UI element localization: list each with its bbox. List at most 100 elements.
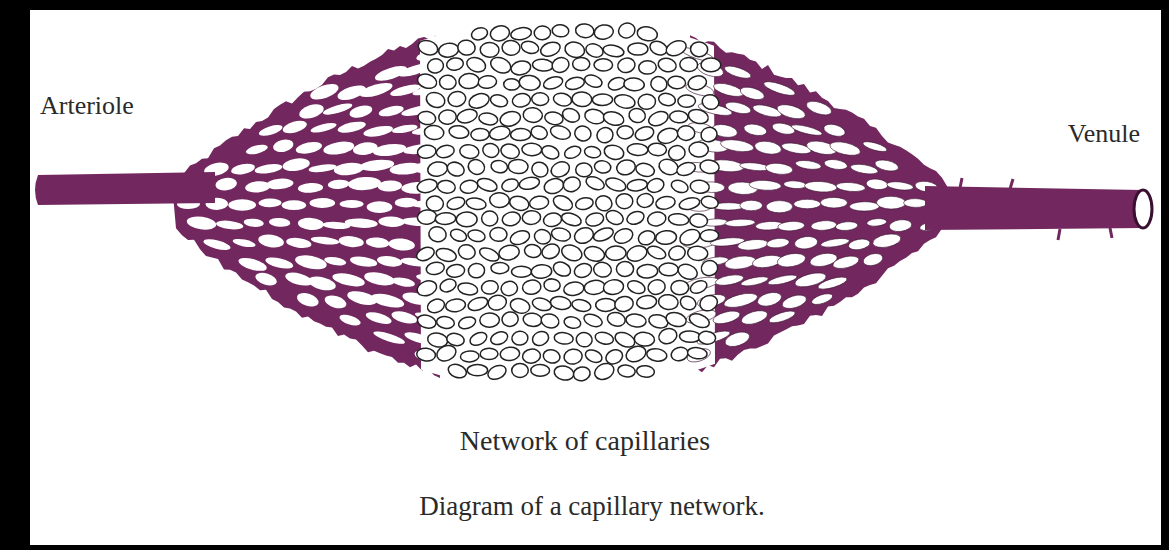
- capillary-cell: [478, 111, 499, 126]
- vessel-gap: [372, 142, 407, 158]
- capillary-cell: [448, 125, 469, 140]
- capillary-cell: [636, 295, 657, 310]
- vessel-gap: [794, 199, 821, 208]
- capillary-cell: [583, 245, 606, 263]
- vessel-gap: [359, 158, 394, 172]
- capillary-cell: [438, 42, 460, 58]
- capillary-cell: [636, 228, 657, 247]
- capillary-cell: [670, 178, 690, 195]
- capillary-cell: [416, 72, 439, 91]
- capillary-cell: [460, 350, 479, 362]
- vessel-gap: [376, 254, 403, 268]
- vessel-gap: [344, 218, 377, 229]
- capillary-cell: [595, 125, 615, 145]
- capillary-cell: [678, 294, 698, 312]
- vessel-gap: [749, 180, 781, 192]
- capillary-cell: [531, 264, 552, 279]
- capillary-cell: [457, 315, 477, 331]
- vessel-gap: [723, 329, 751, 349]
- vessel-gap: [849, 202, 879, 212]
- vessel-gap: [862, 251, 884, 267]
- vessel-gap: [822, 122, 846, 139]
- capillary-cell: [552, 24, 570, 37]
- capillary-cell: [602, 43, 625, 58]
- capillary-cell: [572, 91, 593, 107]
- vessel-gap: [886, 180, 913, 191]
- vessel-gap: [308, 81, 340, 103]
- capillary-cell: [698, 331, 716, 346]
- capillary-cell: [499, 109, 523, 128]
- vessel-gap: [862, 140, 888, 154]
- vessel-gap: [832, 254, 860, 271]
- capillary-cell: [457, 39, 477, 57]
- venule-stubs: [960, 178, 1112, 240]
- capillary-cell: [647, 313, 669, 330]
- capillary-cell: [645, 176, 666, 195]
- capillary-cell: [480, 42, 499, 57]
- capillary-cell: [572, 225, 596, 246]
- capillary-cell: [446, 195, 467, 211]
- capillary-cell: [510, 59, 532, 76]
- capillary-cell: [583, 73, 604, 90]
- vessel-gap: [363, 270, 396, 288]
- capillary-cell: [679, 57, 698, 72]
- capillary-cell: [700, 93, 720, 112]
- vessel-label: Venule: [1068, 118, 1140, 149]
- vessel-gap: [791, 123, 824, 138]
- capillary-cell: [434, 343, 458, 364]
- vessel-gap: [365, 310, 393, 326]
- capillary-cell: [699, 159, 720, 175]
- capillary-cell: [584, 279, 606, 295]
- vessel-label: Arteriole: [40, 90, 134, 121]
- capillary-cell: [549, 159, 572, 180]
- vessel-gap: [776, 251, 806, 269]
- vessel-gap: [768, 309, 797, 326]
- capillary-cell: [616, 21, 637, 41]
- capillary-cell: [427, 225, 447, 243]
- capillary-cell: [560, 106, 581, 125]
- vessel-gap: [771, 121, 796, 136]
- capillary-cell: [604, 347, 625, 366]
- capillary-cell: [542, 348, 561, 365]
- capillary-cell: [627, 143, 648, 156]
- capillary-cell: [668, 145, 686, 162]
- capillary-cell: [551, 193, 575, 213]
- capillary-cell: [459, 73, 480, 89]
- vessel-gap: [866, 218, 887, 227]
- capillary-cell: [687, 107, 710, 126]
- capillary-cell: [416, 178, 439, 195]
- arterial-branches: [172, 36, 440, 379]
- capillary-cell: [667, 244, 687, 262]
- vessel-gap: [889, 218, 913, 232]
- capillary-cell: [465, 55, 488, 74]
- capillary-cell: [498, 243, 521, 261]
- vessel-gap: [258, 198, 281, 207]
- capillary-cell: [447, 90, 467, 108]
- capillary-cell: [531, 364, 550, 376]
- vessel-gap: [282, 157, 311, 173]
- capillary-cell: [575, 331, 594, 348]
- capillary-cell: [628, 107, 647, 124]
- capillary-cell: [446, 362, 468, 380]
- capillary-cell: [687, 311, 711, 330]
- vessel-gap: [295, 140, 323, 156]
- capillary-cell: [487, 293, 508, 311]
- vessel-gap: [848, 237, 871, 251]
- vessel-gap: [817, 275, 848, 292]
- capillary-cell: [617, 364, 636, 378]
- capillary-cell: [687, 74, 708, 91]
- vessel-gap: [323, 255, 346, 266]
- capillary-cell: [636, 365, 655, 378]
- capillary-cell: [563, 144, 583, 161]
- capillary-cell: [560, 211, 583, 228]
- vessel-gap: [295, 291, 320, 309]
- vessel-gap: [266, 178, 294, 191]
- capillary-cell: [596, 298, 616, 311]
- capillary-cell: [616, 261, 634, 276]
- vessel-gap: [328, 179, 350, 190]
- vessel-gap: [765, 162, 793, 176]
- vessel-gap: [348, 103, 373, 119]
- vessel-gap: [310, 235, 339, 245]
- capillary-cell: [646, 211, 667, 228]
- capillary-cell: [626, 178, 648, 192]
